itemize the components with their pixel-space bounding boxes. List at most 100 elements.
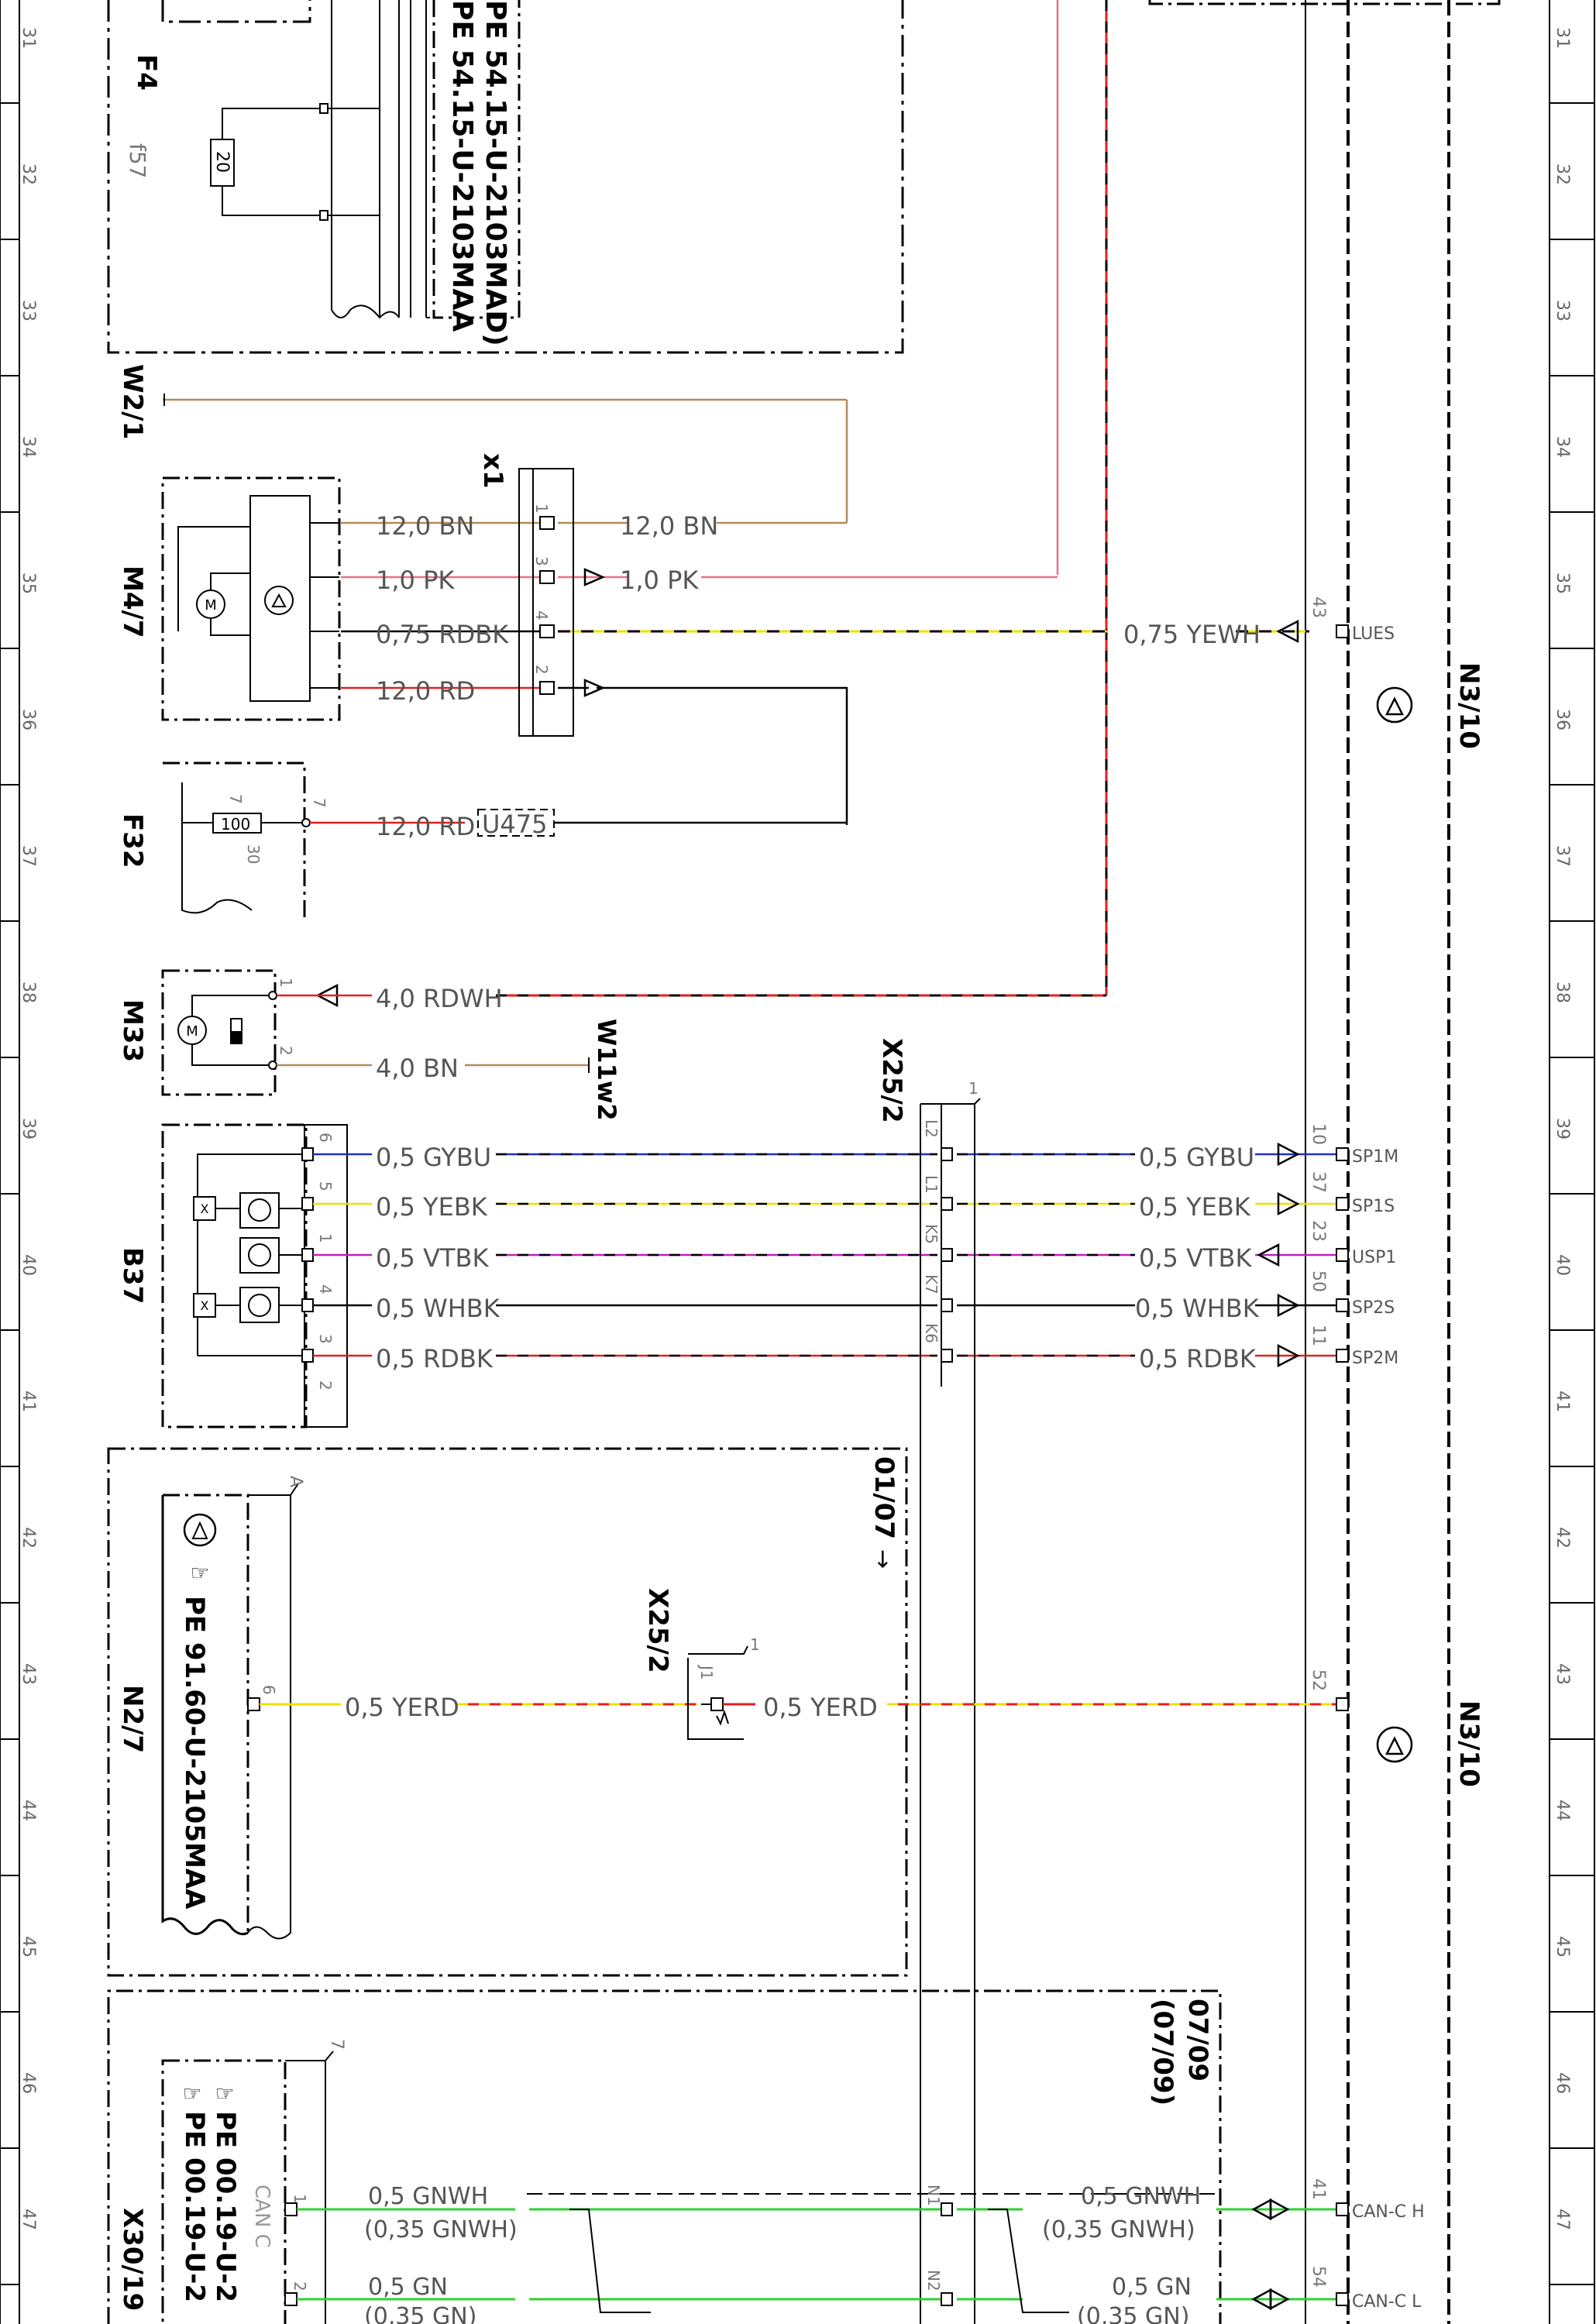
ruler-number: 45 (1553, 1936, 1572, 1958)
ruler-number: 37 (19, 845, 38, 867)
x30-19-pe2: PE 00.19-U-2 (179, 2111, 210, 2302)
ruler-number: 47 (1553, 2209, 1572, 2230)
wire-m4-rd: 12,0 RD (376, 676, 475, 706)
wire-right-rdbk: 0,5 RDBK (1139, 1344, 1257, 1373)
w11w2-label: W11w2 (592, 1019, 621, 1121)
ruler-number: 31 (1553, 27, 1572, 49)
x25-mid-pin-top: 1 (750, 1635, 760, 1654)
wire-right-yebk: 0,5 YEBK (1139, 1192, 1251, 1222)
version-0107-arrow: → (869, 1549, 896, 1569)
hand-pointer-icon-2: ☞ (215, 2081, 234, 2106)
u475-label: U475 (482, 810, 548, 839)
b37-pin-5: 5 (316, 1181, 335, 1191)
wire-m4-bn: 12,0 BN (376, 511, 474, 541)
x25-pin-k6: K6 (922, 1323, 941, 1343)
n3-pin-54: 54 (1309, 2266, 1328, 2288)
x1-connector (518, 468, 606, 737)
svg-text:X: X (201, 1298, 209, 1313)
ruler-number: 43 (1553, 1663, 1572, 1685)
can-c-label: CAN C (250, 2185, 273, 2248)
ruler-number: 34 (1553, 436, 1572, 458)
n3-signal-sp2m: SP2M (1352, 1349, 1398, 1368)
n3-signal-sp2s: SP2S (1352, 1298, 1395, 1318)
n2-7-pe: PE 91.60-U-2105MAA (179, 1596, 210, 1910)
n2-7-symbol-icon (183, 1513, 217, 1547)
n3-signal-sp1s: SP1S (1352, 1197, 1395, 1216)
x1-pin-4: 4 (532, 610, 551, 621)
ruler-number: 32 (1553, 163, 1572, 185)
n3-pin-37: 37 (1309, 1171, 1328, 1193)
b37-sensor-icon-2 (248, 1243, 271, 1267)
sensor-icon (264, 586, 294, 615)
f32-module (163, 761, 847, 922)
ruler-number: 46 (19, 2072, 38, 2094)
svg-text:M: M (186, 1023, 198, 1040)
ruler-number: 42 (19, 1527, 38, 1549)
wire-yewh: 0,75 YEWH (1123, 620, 1261, 649)
can-x25-pin-n2: N2 (924, 2270, 943, 2291)
wire-can-gnwh: 0,5 GNWH (368, 2183, 488, 2210)
wire-n2-yerd: 0,5 YERD (345, 1693, 459, 1722)
b37-module: X X (161, 1123, 348, 1428)
b37-pin-6: 6 (316, 1133, 335, 1143)
f32-pin-7b: 7 (310, 798, 328, 808)
version-0709-a: 07/09 (1182, 1999, 1213, 2082)
x1-label: x1 (477, 453, 508, 489)
x25-pin-k7: K7 (922, 1274, 941, 1294)
can-pin-1: 1 (291, 2194, 309, 2204)
wire-right-yerd: 0,5 YERD (763, 1693, 878, 1722)
version-0107: 01/07 (869, 1456, 899, 1539)
n3-pin-52: 52 (1309, 1669, 1328, 1691)
f4-label: F4 (131, 54, 162, 91)
n2-7-module: ☞ (107, 1447, 1349, 1977)
w2-1-wire (163, 394, 848, 523)
b37-wires (313, 1142, 1349, 1368)
wire-right-gybu: 0,5 GYBU (1139, 1143, 1254, 1172)
wire-can-gn: 0,5 GN (368, 2274, 448, 2301)
wire-m33-rdwh: 4,0 RDWH (376, 984, 503, 1013)
ruler-number: 47 (19, 2209, 38, 2230)
n3-10-symbol-bottom (1376, 1726, 1413, 1763)
x25-mid-pin: J1 (697, 1664, 716, 1680)
b37-pin-2: 2 (316, 1380, 335, 1391)
n2-7-pin-a: A (286, 1476, 305, 1487)
wire-b37-gybu: 0,5 GYBU (376, 1143, 491, 1172)
n3-pin-41: 41 (1309, 2178, 1328, 2200)
ruler-number: 42 (1553, 1527, 1572, 1549)
ruler-number: 32 (19, 163, 38, 185)
wire-right-gn: 0,5 GN (1112, 2274, 1192, 2301)
wire-b37-yebk: 0,5 YEBK (376, 1192, 488, 1222)
w2-1-label: W2/1 (117, 364, 148, 439)
wire-m33-bn: 4,0 BN (376, 1054, 459, 1083)
f32-label: F32 (117, 813, 148, 868)
m33-module: M (161, 969, 1106, 1096)
ruler-number: 38 (19, 982, 38, 1003)
can-x25-pin-n1: N1 (924, 2185, 943, 2206)
ruler-right (1549, 0, 1595, 2324)
n3-10-module (1056, 0, 1501, 2324)
x25-2-label-mid: X25/2 (642, 1588, 673, 1673)
n2-7-pin-6: 6 (260, 1685, 278, 1695)
wire-right-vtbk: 0,5 VTBK (1139, 1243, 1252, 1273)
m4-7-wires (341, 521, 1309, 825)
wire-x1-bn: 12,0 BN (620, 511, 718, 541)
x25-pin-k5: K5 (922, 1224, 941, 1244)
x25-2-label-top: X25/2 (876, 1038, 907, 1123)
svg-text:X: X (201, 1202, 209, 1216)
n3-signal-can-c-l: CAN-C L (1352, 2292, 1422, 2312)
f4-sub-label: f57 (125, 143, 150, 179)
wire-x1-pk: 1,0 PK (620, 566, 699, 595)
can-section: ☞ ☞ (107, 1989, 1349, 2324)
ruler-number: 39 (1553, 1118, 1572, 1140)
ruler-number: 40 (19, 1254, 38, 1276)
n3-signal-lues: LUES (1352, 624, 1395, 644)
m4-7-label: M4/7 (117, 566, 148, 638)
n3-10-label-bottom: N3/10 (1453, 1700, 1484, 1787)
ruler-number: 41 (1553, 1391, 1572, 1412)
m33-label: M33 (117, 999, 148, 1062)
ruler-number: 35 (19, 572, 38, 594)
m33-pin-2: 2 (277, 1046, 295, 1056)
wire-f32-rd: 12,0 RD (376, 812, 475, 841)
x1-pin-2: 2 (532, 665, 551, 675)
